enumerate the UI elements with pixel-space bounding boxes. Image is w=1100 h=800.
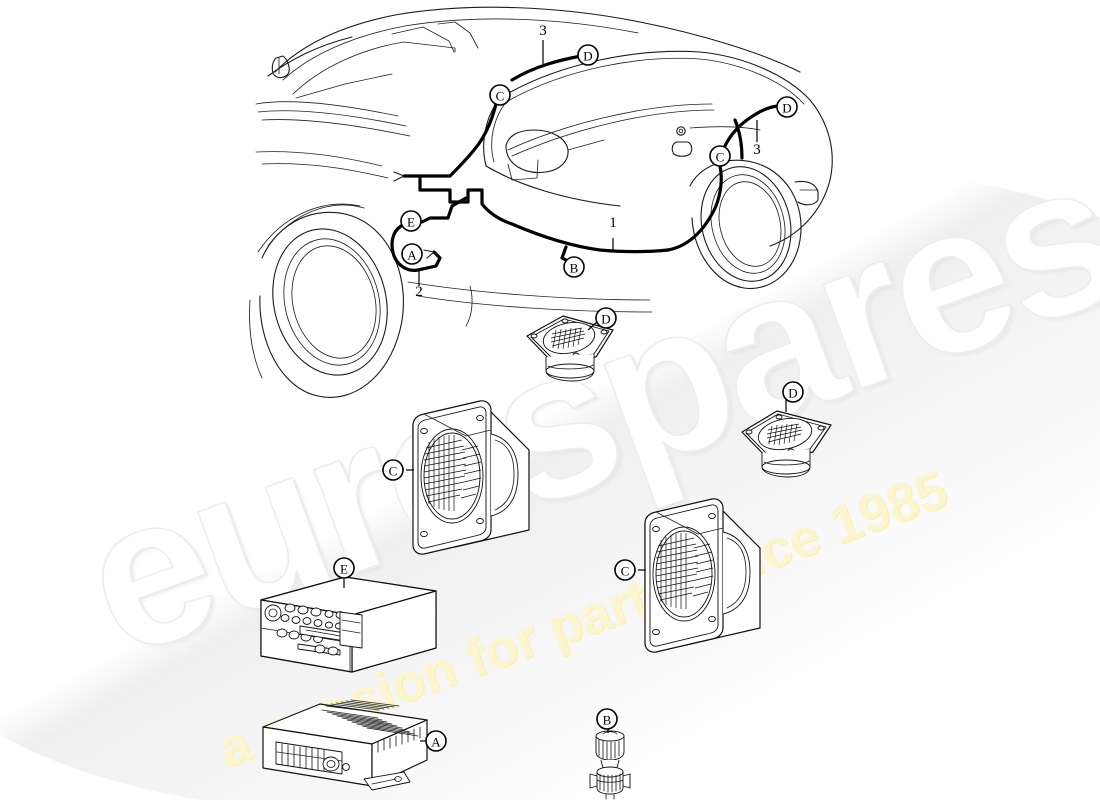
callout-c-woofer-right-label: C bbox=[621, 564, 630, 579]
callout-e-radio-unit-label: E bbox=[340, 562, 348, 577]
callout-a-harness: A bbox=[401, 243, 423, 265]
callout-d-harness-rear: D bbox=[776, 96, 798, 118]
callout-b-harness-label: B bbox=[570, 261, 579, 276]
callout-d-harness-rear-label: D bbox=[782, 101, 791, 116]
callout-e-harness-label: E bbox=[407, 215, 415, 230]
part-b-antenna-plug bbox=[589, 729, 631, 800]
callout-c-woofer-left-label: C bbox=[389, 464, 398, 479]
callout-d-harness-front-label: D bbox=[583, 49, 592, 64]
number-callout-3-right: 3 bbox=[753, 142, 761, 158]
callout-a-amplifier-unit-label: A bbox=[431, 735, 441, 750]
callout-c-harness-front-label: C bbox=[496, 89, 505, 104]
callout-a-amplifier-unit: A bbox=[425, 730, 447, 752]
number-callout-3-left: 3 bbox=[539, 23, 547, 39]
callout-b-antenna-plug: B bbox=[596, 708, 618, 730]
callout-c-harness-front: C bbox=[489, 84, 511, 106]
callout-e-harness: E bbox=[400, 210, 422, 232]
callout-b-harness: B bbox=[563, 256, 585, 278]
callout-c-woofer-left: C bbox=[382, 459, 404, 481]
number-callout-2: 2 bbox=[415, 284, 423, 300]
part-d-tweeter-right bbox=[741, 399, 832, 478]
part-e-radio-head-unit bbox=[260, 576, 437, 673]
part-c-loudspeaker-right bbox=[638, 498, 761, 653]
callout-b-antenna-plug-label: B bbox=[603, 713, 612, 728]
callout-d-tweeter-upper-label: D bbox=[601, 312, 610, 327]
callout-a-harness-label: A bbox=[407, 248, 417, 263]
number-callout-1: 1 bbox=[609, 215, 617, 231]
callout-c-harness-rear: C bbox=[709, 145, 731, 167]
part-a-amplifier-unit bbox=[262, 699, 428, 791]
callout-c-woofer-right: C bbox=[614, 559, 636, 581]
part-c-loudspeaker-left bbox=[406, 400, 530, 555]
callout-d-tweeter-right-label: D bbox=[788, 386, 797, 401]
callout-e-radio-unit: E bbox=[333, 557, 355, 579]
callout-c-harness-rear-label: C bbox=[716, 150, 725, 165]
callout-d-tweeter-right: D bbox=[782, 381, 804, 403]
callout-d-harness-front: D bbox=[577, 44, 599, 66]
callout-d-tweeter-upper: D bbox=[595, 307, 617, 329]
